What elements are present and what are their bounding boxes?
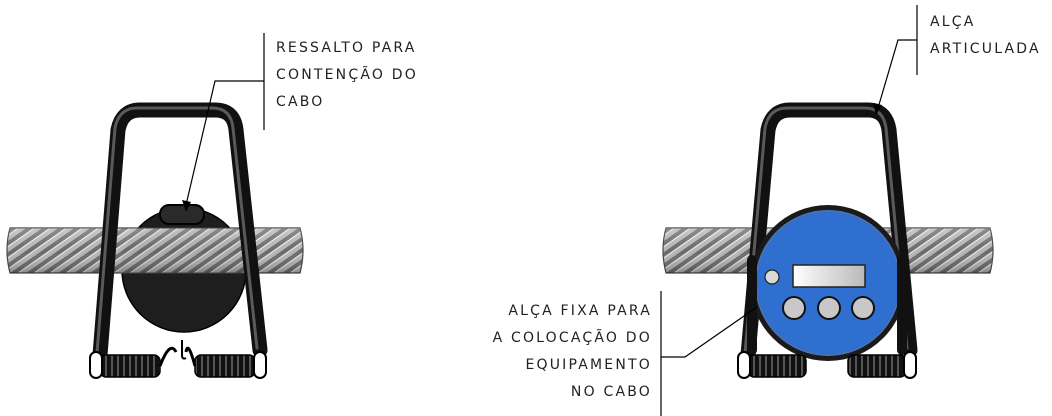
callout-alca-articulada-line-1: ALÇA [930, 14, 976, 30]
right-device [662, 102, 994, 379]
callout-ressalto-line-3: CABO [276, 94, 325, 110]
callout-alca-fixa-line-3: EQUIPAMENTO [525, 357, 652, 373]
left-springs [89, 340, 267, 379]
callout-alca-fixa-line-2: A COLOCAÇÃO DO [492, 330, 652, 346]
callout-alca-articulada: ALÇA ARTICULADA [930, 9, 1041, 63]
callout-ressalto: RESSALTO PARA CONTENÇÃO DO CABO [276, 35, 418, 116]
status-led [764, 269, 780, 285]
leader-ressalto [185, 33, 265, 206]
leader-alca-articulada [877, 5, 918, 109]
callout-alca-fixa-line-4: NO CABO [570, 384, 652, 400]
button-3 [851, 296, 875, 320]
callout-alca-fixa: ALÇA FIXA PARA A COLOCAÇÃO DO EQUIPAMENT… [462, 298, 652, 406]
left-cable-front [118, 227, 252, 274]
right-springs [737, 351, 917, 379]
left-articulated-handle [92, 102, 268, 363]
display-screen [792, 264, 866, 288]
right-articulated-handle [740, 102, 918, 363]
leader-alca-fixa [660, 291, 758, 416]
cable-retention-bump [159, 204, 205, 225]
button-1 [782, 296, 806, 320]
callout-alca-fixa-line-1: ALÇA FIXA PARA [508, 303, 652, 319]
callout-ressalto-line-1: RESSALTO PARA [276, 40, 417, 56]
left-device [6, 102, 304, 379]
button-2 [817, 296, 841, 320]
leader-lines [182, 5, 918, 416]
callout-alca-articulada-line-2: ARTICULADA [930, 41, 1041, 57]
callout-ressalto-line-2: CONTENÇÃO DO [276, 67, 418, 83]
